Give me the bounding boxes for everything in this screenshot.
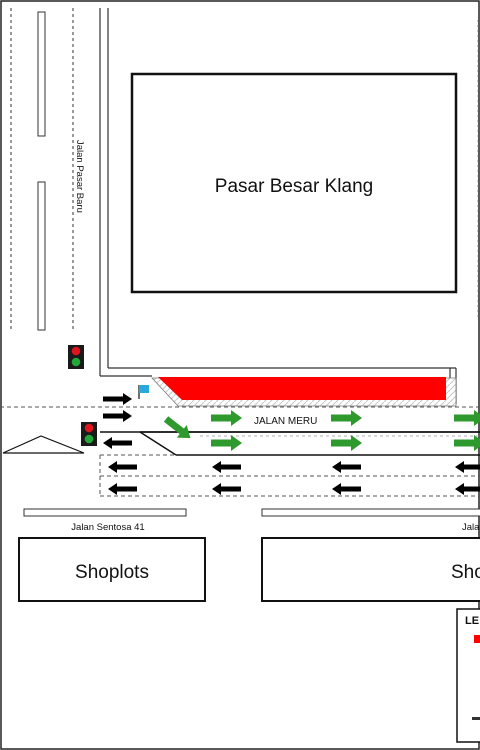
shoplots-left-label: Shoplots: [75, 562, 149, 583]
building-shoplots-left: [18, 537, 206, 602]
arrow-right-icon: [454, 410, 480, 426]
arrow-left-icon: [108, 483, 137, 495]
arrow-left-icon: [212, 461, 241, 473]
road-label-jalan-sentosa-41: Jalan Sentosa 41: [71, 522, 144, 533]
arrow-right-icon: [211, 435, 242, 451]
building-shoplots-right: [261, 537, 480, 602]
building-pasar-besar-klang: [130, 72, 458, 294]
arrow-right-icon: [103, 410, 132, 422]
arrow-left-icon: [103, 437, 132, 449]
arrow-left-icon: [455, 483, 480, 495]
arrow-right-icon: [331, 435, 362, 451]
arrow-right-icon: [454, 435, 480, 451]
arrow-right-icon: [331, 410, 362, 426]
traffic-light-icon: [81, 422, 97, 446]
road-label-jalan-meru: JALAN MERU: [254, 416, 317, 427]
legend-title: LE: [465, 615, 479, 627]
road-label-jalan-sentosa-cut: Jala: [462, 522, 480, 533]
road-label-jalan-pasar-baru: Jalan Pasar Baru: [74, 140, 85, 213]
arrow-left-icon: [332, 461, 361, 473]
arrow-right-icon: [103, 393, 132, 405]
arrow-left-icon: [108, 461, 137, 473]
road-jalan-meru: JALAN MERU: [0, 406, 480, 497]
legend: LE: [456, 608, 480, 743]
arrow-left-icon: [212, 483, 241, 495]
shoplots-right-label: Sho: [451, 562, 480, 583]
median-lower: [37, 181, 46, 331]
highlighted-zone: [158, 377, 446, 400]
flag-icon: [138, 385, 149, 399]
arrow-left-icon: [455, 461, 480, 473]
sidewalk-left: [23, 508, 187, 517]
sidewalk-right: [261, 508, 480, 517]
traffic-island: [2, 435, 85, 454]
road-jalan-pasar-baru: Jalan Pasar Baru: [10, 8, 109, 376]
arrow-right-icon: [161, 412, 196, 445]
traffic-light-icon: [68, 345, 84, 369]
arrow-right-icon: [211, 410, 242, 426]
building-label: Pasar Besar Klang: [215, 176, 373, 197]
arrow-left-icon: [332, 483, 361, 495]
legend-swatch-red: [474, 635, 480, 643]
median-upper: [37, 11, 46, 137]
legend-swatch-line: [472, 717, 480, 720]
